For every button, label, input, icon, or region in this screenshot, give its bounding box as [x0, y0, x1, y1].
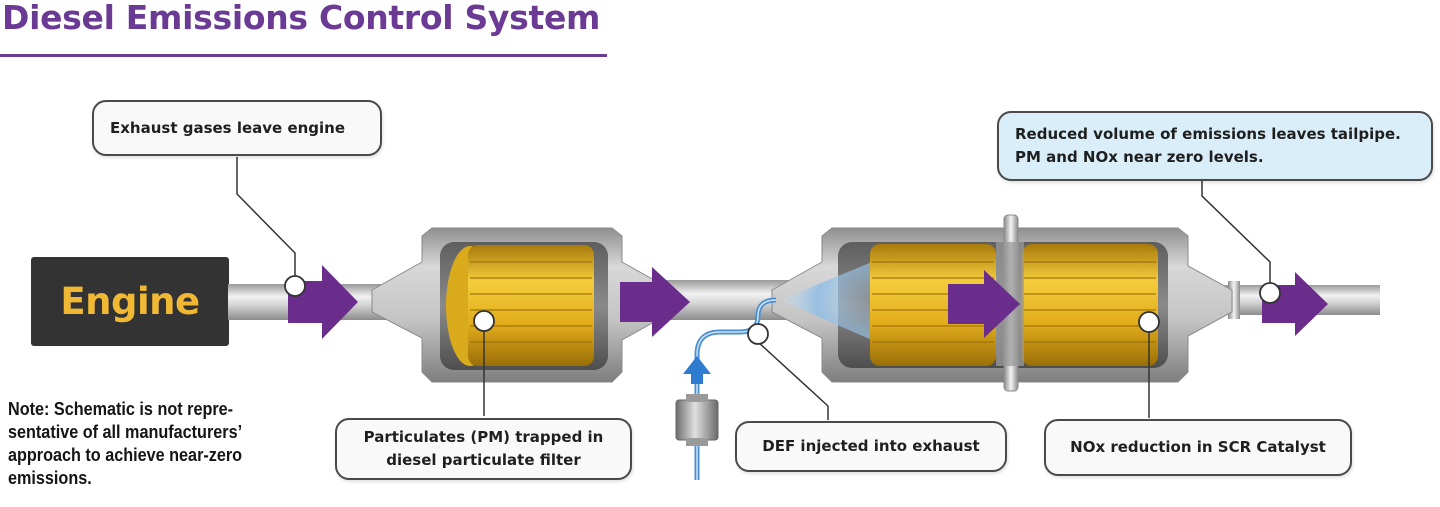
- callout-def-text: DEF injected into exhaust: [762, 437, 980, 455]
- flow-arrow-2: [620, 267, 690, 337]
- dpf-filter: [468, 245, 594, 366]
- callout-exhaust-text: Exhaust gases leave engine: [110, 118, 346, 137]
- engine-block: [31, 257, 229, 346]
- callout-particulates-text: Particulates (PM) trapped in diesel part…: [363, 428, 604, 469]
- callout-nox: NOx reduction in SCR Catalyst: [1044, 419, 1352, 476]
- page-title: Diesel Emissions Control System: [2, 0, 601, 37]
- def-pump: [675, 399, 719, 441]
- callout-particulates: Particulates (PM) trapped in diesel part…: [335, 418, 632, 480]
- def-flow-arrow: [683, 356, 711, 384]
- callout-tailpipe: Reduced volume of emissions leaves tailp…: [997, 111, 1433, 181]
- leader-lines: [236, 157, 1271, 420]
- flow-arrow-4: [1262, 272, 1328, 336]
- callout-def: DEF injected into exhaust: [735, 421, 1007, 472]
- leader-dots: [284, 275, 1281, 345]
- callout-tailpipe-text: Reduced volume of emissions leaves tailp…: [1015, 125, 1401, 166]
- dpf-housing: [371, 227, 673, 383]
- scr-catalyst-1: [870, 244, 996, 366]
- title-underline: [0, 54, 607, 57]
- scr-catalyst-2: [1022, 244, 1158, 366]
- disclaimer-note: Note: Schematic is not repre- sentative …: [8, 399, 243, 488]
- flow-arrow-3: [948, 270, 1020, 338]
- callout-nox-text: NOx reduction in SCR Catalyst: [1070, 438, 1326, 456]
- def-spray: [780, 262, 872, 340]
- callout-exhaust: Exhaust gases leave engine: [92, 100, 382, 156]
